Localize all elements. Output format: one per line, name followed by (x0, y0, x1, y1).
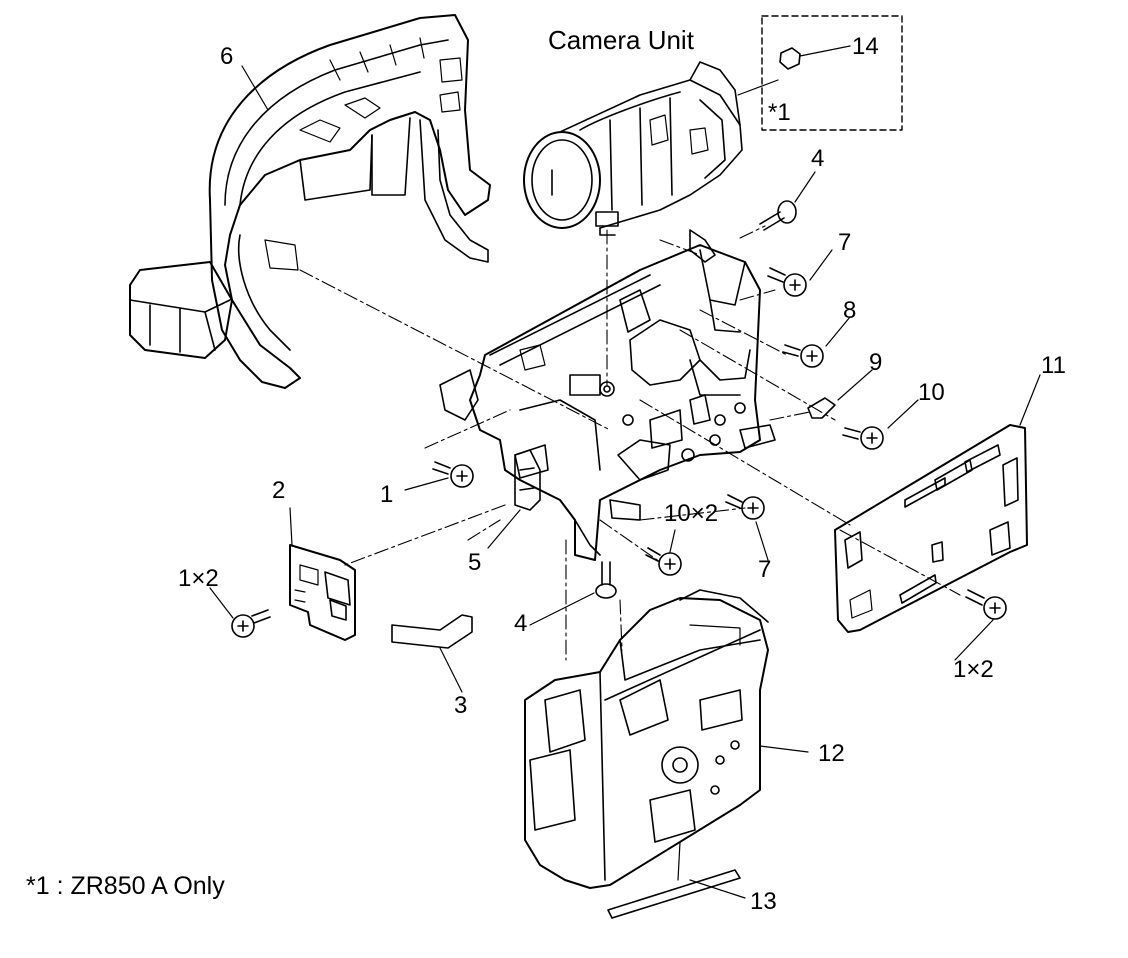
camera-unit-lens (523, 61, 743, 236)
part-13-strip (607, 869, 741, 919)
screws (231, 47, 1007, 638)
callout-9: 9 (869, 349, 883, 376)
part-3-flex-cable (391, 614, 473, 649)
callout-1x2-right: 1×2 (953, 656, 994, 683)
leader-lines (209, 45, 1041, 899)
main-chassis-frame (439, 229, 776, 561)
callout-5: 5 (468, 549, 482, 576)
screw-10 (842, 426, 884, 450)
screw-1x2-left (231, 609, 271, 638)
callout-1x2-left: 1×2 (178, 565, 219, 592)
callout-4-bottom: 4 (514, 610, 528, 637)
callout-8: 8 (843, 297, 857, 324)
callout-4-top: 4 (811, 145, 825, 172)
callout-2: 2 (272, 477, 286, 504)
callout-10x2: 10×2 (664, 500, 719, 527)
screw-7-top (767, 267, 807, 297)
inset-box (761, 15, 903, 131)
camera-unit-title: Camera Unit (548, 25, 694, 55)
screw-10x2 (645, 547, 682, 576)
callout-1: 1 (380, 481, 394, 508)
callout-6: 6 (220, 43, 234, 70)
callout-12: 12 (818, 740, 845, 767)
nut-14 (779, 47, 801, 70)
assembly-lines (299, 225, 961, 661)
screw-4-top (759, 200, 797, 231)
callout-10: 10 (918, 379, 945, 406)
screw-1x2-right (965, 589, 1007, 620)
screw-8 (782, 344, 824, 368)
screw-4-bottom (595, 561, 617, 599)
model-note: *1 : ZR850 A Only (26, 872, 225, 900)
part-2-board (289, 544, 356, 641)
callout-3: 3 (454, 692, 468, 719)
callout-13: 13 (750, 888, 777, 915)
callout-14: 14 (852, 33, 879, 60)
screw-7-bottom (725, 494, 765, 520)
callout-7-top: 7 (838, 229, 852, 256)
part-11-main-board (834, 424, 1028, 633)
callout-7-bottom: 7 (758, 556, 772, 583)
part-12-deck-mechanism (524, 589, 769, 889)
callout-11: 11 (1041, 352, 1066, 379)
inset-footnote-mark: *1 (768, 99, 791, 126)
screw-1 (432, 461, 474, 488)
part-6-cabinet-frame (129, 14, 491, 389)
clip-9 (807, 397, 836, 419)
part-5-bracket (514, 449, 541, 511)
